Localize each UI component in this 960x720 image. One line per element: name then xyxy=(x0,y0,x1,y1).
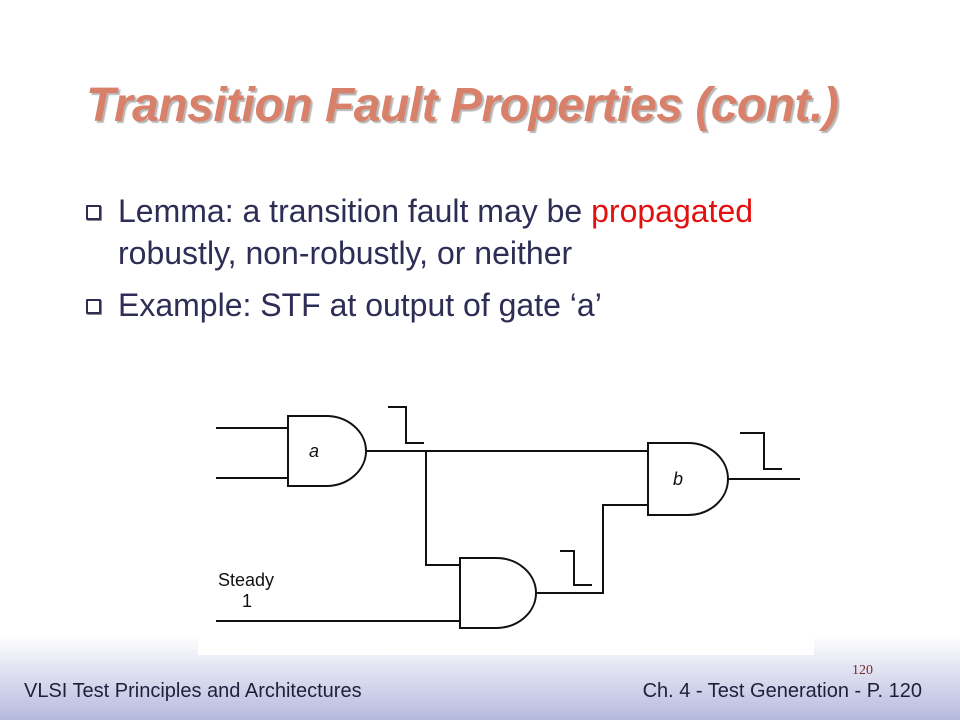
gate-a-label: a xyxy=(309,441,319,461)
bullet-item-lemma: Lemma: a transition fault may be propaga… xyxy=(86,190,846,274)
bullet-item-example: Example: STF at output of gate ‘a’ xyxy=(86,284,846,326)
gate-b-shape xyxy=(647,442,729,516)
lemma-highlight: propagated xyxy=(591,193,754,229)
footer-chapter-page: Ch. 4 - Test Generation - P. 120 xyxy=(642,680,922,702)
branch-wire xyxy=(425,451,460,566)
circuit-figure: a b Steady 1 xyxy=(198,393,814,655)
bullet-square-icon xyxy=(86,205,101,220)
footer-book-title: VLSI Test Principles and Architectures xyxy=(24,680,362,702)
gate-b-label: b xyxy=(673,469,683,489)
steady-label: Steady xyxy=(218,570,274,590)
example-text: Example: STF at output of gate ‘a’ xyxy=(118,287,602,323)
gate-a-shape xyxy=(287,415,367,487)
slide-title: Transition Fault Properties (cont.) xyxy=(86,79,839,132)
bullet-square-icon xyxy=(86,299,101,314)
lower-output-wire xyxy=(536,504,648,594)
waveform-gate-b-output xyxy=(740,432,782,470)
gate-lower-shape xyxy=(459,557,537,629)
waveform-gate-a-output xyxy=(388,406,424,444)
steady-value-label: 1 xyxy=(242,591,252,611)
lemma-text-end: robustly, non-robustly, or neither xyxy=(118,235,573,271)
bullet-list: Lemma: a transition fault may be propaga… xyxy=(86,190,846,336)
circuit-diagram: a b Steady 1 xyxy=(216,406,800,629)
lemma-text-start: Lemma: a transition fault may be xyxy=(118,193,592,229)
waveform-lower-output xyxy=(560,550,592,586)
page-number-small: 120 xyxy=(852,663,873,678)
